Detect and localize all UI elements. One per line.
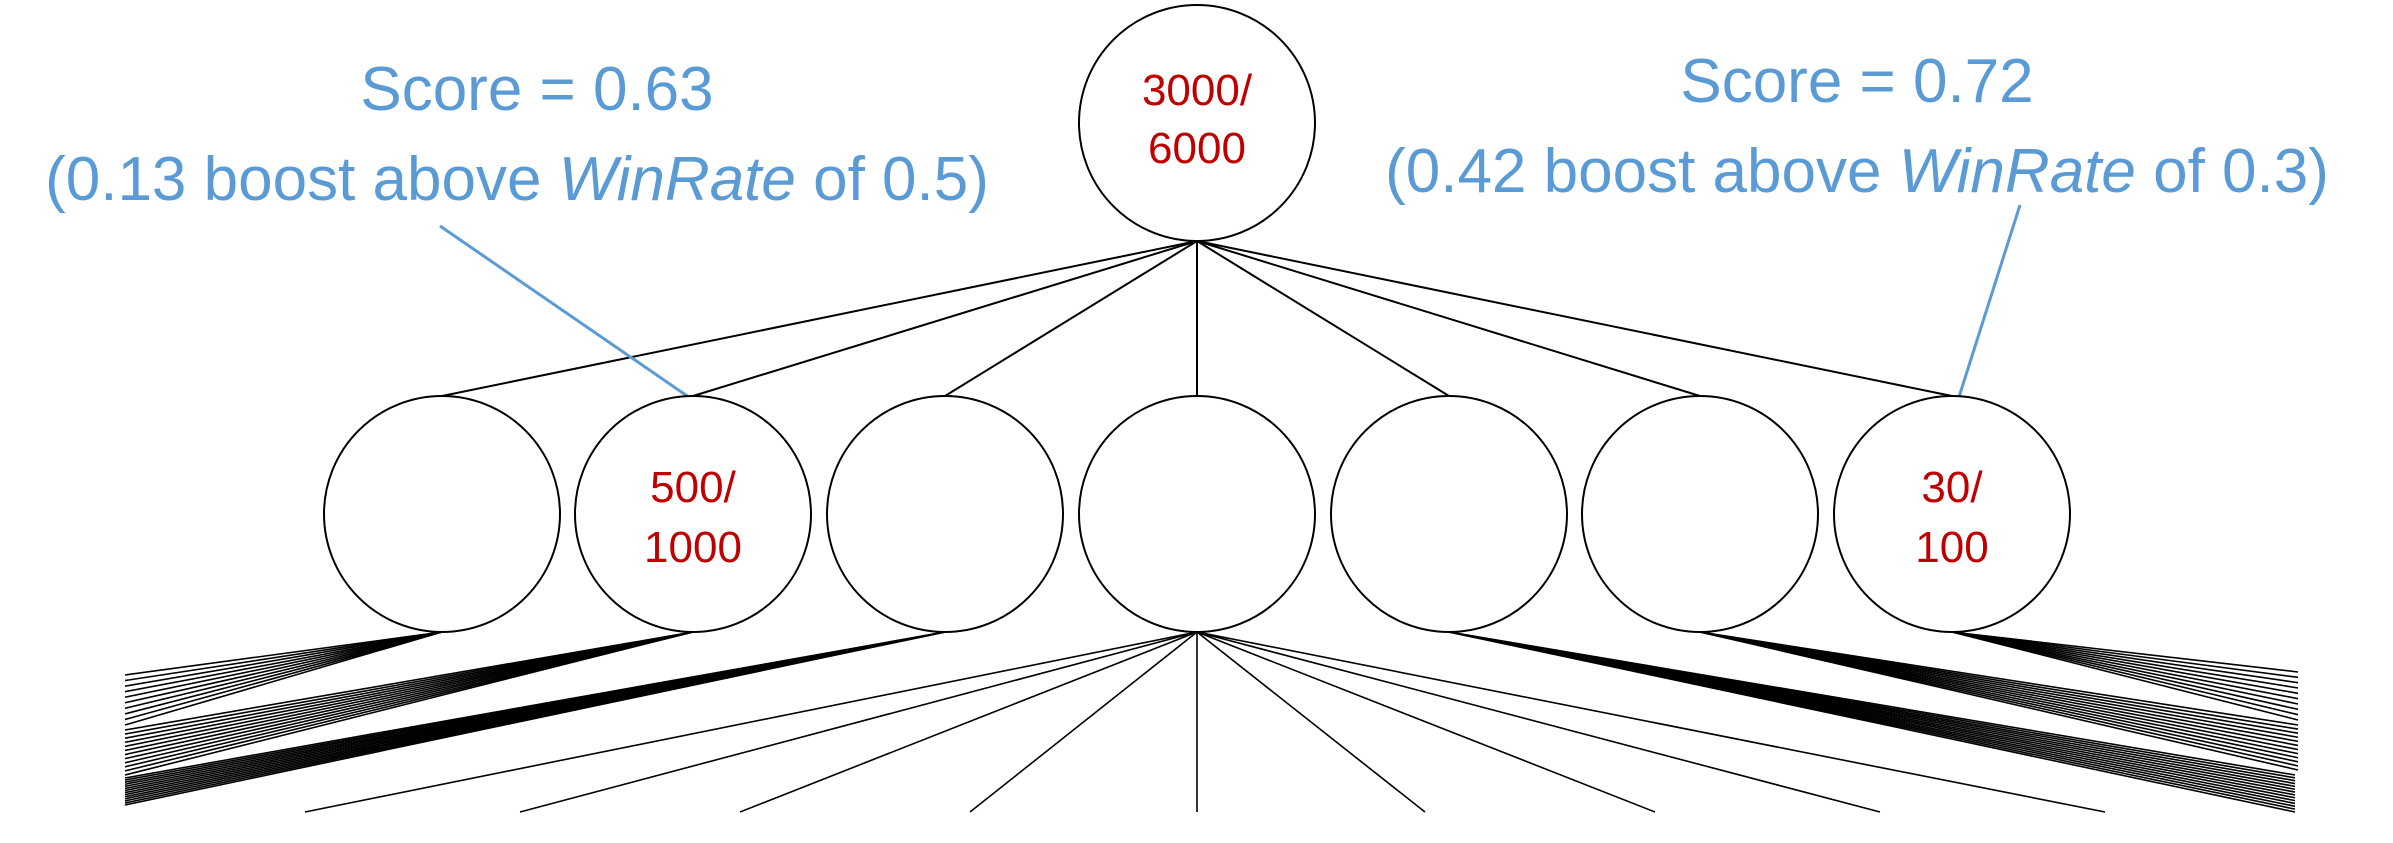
- annotation-left-detail-pre: (0.13 boost above: [45, 145, 559, 214]
- leaf-edge-child-4-2: [519, 631, 1198, 813]
- leaf-edge-child-4-8: [1196, 631, 1881, 813]
- leaf-edge-child-1-7: [124, 631, 443, 710]
- leaf-edge-child-4-1: [304, 631, 1198, 813]
- leaf-edge-child-7-7: [1951, 631, 2299, 705]
- child-node-7: 30/ 100: [1833, 395, 2071, 633]
- leaf-edge-child-4-9: [1196, 631, 2106, 813]
- child-node-6-circle: [1581, 395, 1819, 633]
- leaf-edge-child-4-7: [1196, 631, 1656, 813]
- child-node-5: [1330, 395, 1568, 633]
- root-node-circle: [1078, 4, 1316, 242]
- leaf-edge-child-7-9: [1951, 631, 2299, 716]
- child-node-2-label-line1: 500/: [650, 463, 736, 512]
- leaf-edge-child-3-14: [124, 631, 946, 806]
- annotation-right-detail-post: of 0.3): [2136, 137, 2329, 206]
- leaf-edge-child-1-4: [124, 631, 443, 693]
- callout-line-left: [439, 224, 694, 402]
- edge-root-to-child-2: [692, 240, 1198, 397]
- root-node-label-line1: 3000/: [1142, 66, 1253, 115]
- leaf-edge-child-1-10: [124, 631, 443, 726]
- child-node-2-circle: [574, 395, 812, 633]
- leaf-edge-child-1-2: [124, 631, 443, 682]
- leaf-edge-child-5-14: [1448, 631, 2296, 813]
- leaf-edge-child-4-4: [969, 631, 1198, 813]
- annotation-right-score: Score = 0.72: [1680, 47, 2033, 116]
- child-node-2: 500/ 1000: [574, 395, 812, 633]
- child-node-7-circle: [1833, 395, 2071, 633]
- annotation-left: Score = 0.63 (0.13 boost above WinRate o…: [45, 55, 989, 214]
- child-edges: [441, 240, 1953, 397]
- child-node-4-circle: [1078, 395, 1316, 633]
- leaf-edge-child-7-10: [1951, 631, 2299, 721]
- annotation-left-score: Score = 0.63: [360, 55, 713, 124]
- edge-root-to-child-1: [441, 240, 1198, 397]
- leaf-edge-child-7-8: [1951, 631, 2299, 711]
- leaf-edge-child-2-12: [124, 631, 694, 776]
- leaf-edge-child-1-1: [124, 631, 443, 676]
- annotation-left-detail: (0.13 boost above WinRate of 0.5): [45, 145, 989, 214]
- annotation-right: Score = 0.72 (0.42 boost above WinRate o…: [1385, 47, 2329, 206]
- leaf-edge-child-1-9: [124, 631, 443, 721]
- leaf-edge-child-6-12: [1699, 631, 2299, 771]
- leaf-edge-child-4-3: [739, 631, 1198, 813]
- leaf-edge-child-1-3: [124, 631, 443, 687]
- annotation-right-detail-em: WinRate: [1899, 137, 2136, 206]
- leaf-edge-child-7-2: [1951, 631, 2299, 679]
- leaf-edge-child-7-4: [1951, 631, 2299, 689]
- annotation-right-detail-pre: (0.42 boost above: [1385, 137, 1899, 206]
- child-node-3: [826, 395, 1064, 633]
- child-node-6: [1581, 395, 1819, 633]
- child-node-7-label-line2: 100: [1915, 523, 1988, 572]
- edge-root-to-child-7: [1196, 240, 1953, 397]
- leaf-edge-child-7-1: [1951, 631, 2299, 673]
- child-nodes: 500/ 1000: [323, 395, 2071, 633]
- child-node-1: [323, 395, 561, 633]
- leaf-edge-child-7-5: [1951, 631, 2299, 695]
- annotation-right-detail: (0.42 boost above WinRate of 0.3): [1385, 137, 2329, 206]
- child-node-5-circle: [1330, 395, 1568, 633]
- callout-lines: [439, 204, 2022, 402]
- leaf-edge-child-1-8: [124, 631, 443, 715]
- annotation-left-detail-em: WinRate: [559, 145, 796, 214]
- edge-root-to-child-5: [1196, 240, 1450, 397]
- edge-root-to-child-3: [944, 240, 1198, 397]
- annotation-left-detail-post: of 0.5): [796, 145, 989, 214]
- leaf-edge-child-7-6: [1951, 631, 2299, 700]
- leaf-edge-child-4-6: [1196, 631, 1426, 813]
- leaf-edge-child-1-5: [124, 631, 443, 699]
- leaf-edge-child-1-6: [124, 631, 443, 704]
- child-node-3-circle: [826, 395, 1064, 633]
- root-node: 3000/ 6000: [1078, 4, 1316, 242]
- child-node-4: [1078, 395, 1316, 633]
- child-node-2-label-line2: 1000: [644, 523, 742, 572]
- leaf-edges: [124, 631, 2299, 813]
- child-node-1-circle: [323, 395, 561, 633]
- root-node-label-line2: 6000: [1148, 124, 1246, 173]
- callout-line-right: [1956, 204, 2022, 401]
- edge-root-to-child-6: [1196, 240, 1701, 397]
- leaf-edge-child-7-3: [1951, 631, 2299, 684]
- child-node-7-label-line1: 30/: [1921, 463, 1983, 512]
